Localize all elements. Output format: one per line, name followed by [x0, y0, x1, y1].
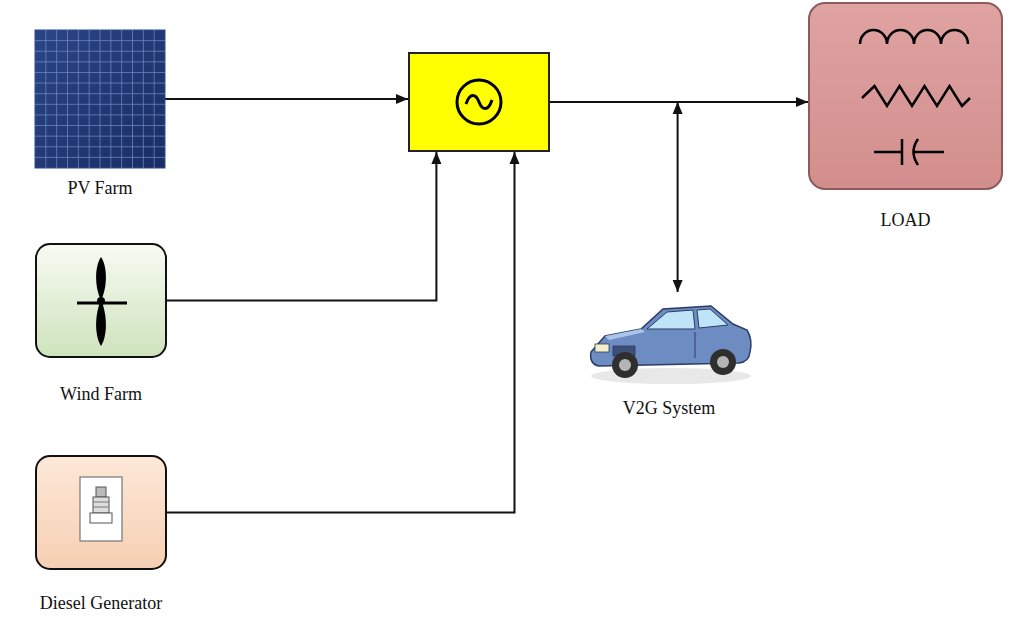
- node-label: PV Farm: [67, 178, 132, 198]
- node-label: V2G System: [623, 398, 716, 418]
- capacitor-symbol: [874, 139, 944, 165]
- diesel-generator-box: Diesel Generator: [35, 455, 167, 570]
- wind-turbine-icon: [77, 257, 127, 346]
- node-label: Wind Farm: [60, 384, 142, 404]
- solar-panel: [35, 30, 165, 168]
- node-art: [583, 292, 755, 388]
- node-art: [408, 52, 550, 152]
- connector-line: [167, 152, 515, 513]
- pv-farm-panel: PV Farm: [35, 30, 165, 168]
- connector-line: [550, 102, 678, 292]
- diesel-generator-box: [36, 456, 166, 569]
- node-art: [808, 2, 1003, 190]
- node-label: LOAD: [881, 210, 931, 230]
- node-art: [35, 30, 165, 168]
- connector: [550, 102, 683, 292]
- arrowhead: [510, 152, 520, 164]
- resistor-symbol: [862, 86, 970, 106]
- inverter-box: [409, 53, 549, 151]
- panel-grid: [35, 30, 165, 168]
- arrowhead: [796, 97, 808, 107]
- node-art: [35, 243, 167, 358]
- load-box: [809, 3, 1002, 189]
- arrowhead: [673, 102, 683, 114]
- connector-line: [167, 152, 436, 301]
- electric-car: [591, 306, 751, 384]
- connector: [167, 152, 520, 513]
- node-label: Diesel Generator: [40, 593, 162, 613]
- arrowhead: [396, 94, 408, 104]
- wind-farm-box: Wind Farm: [35, 243, 167, 358]
- generator-icon: [80, 477, 122, 541]
- connector-line: [165, 98, 408, 100]
- inductor-symbol: [860, 30, 968, 44]
- load-box: LOAD: [808, 2, 1003, 190]
- arrowhead: [431, 152, 441, 164]
- arrowhead: [673, 280, 683, 292]
- connector: [167, 152, 441, 301]
- inverter-box: [408, 52, 550, 152]
- node-art: [35, 455, 167, 570]
- connector: [165, 94, 408, 104]
- v2g-car: V2G System: [583, 292, 755, 388]
- wind-farm-box: [36, 244, 166, 357]
- ac-symbol: [457, 80, 501, 124]
